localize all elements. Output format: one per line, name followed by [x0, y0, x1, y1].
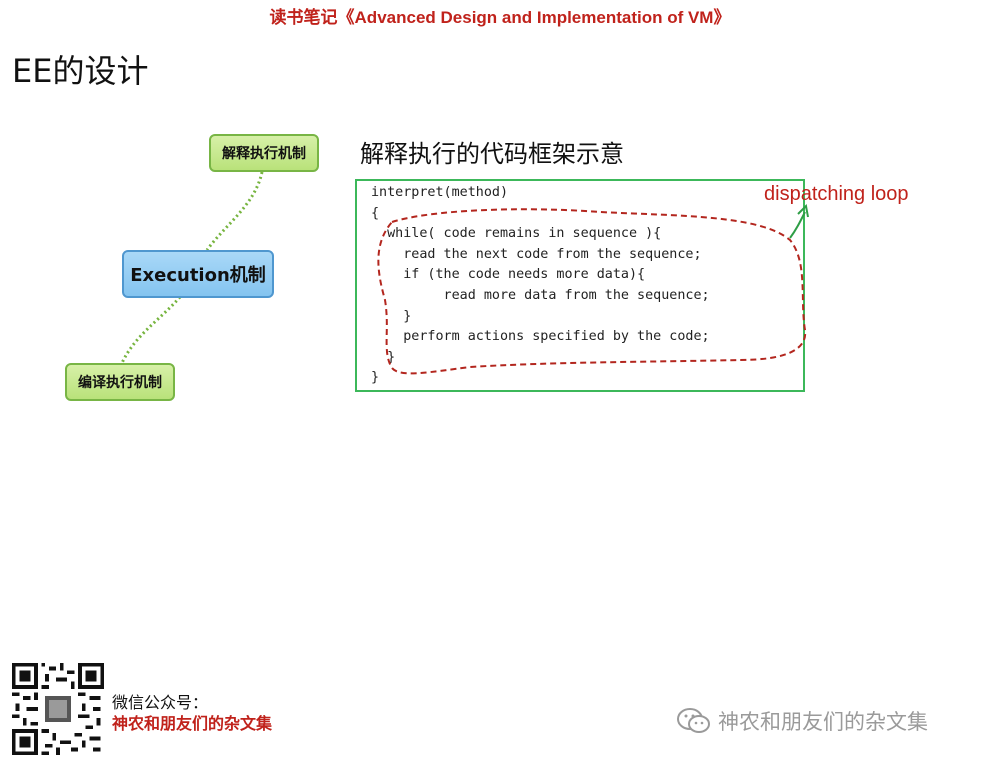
code-line: read the next code from the sequence; [371, 246, 702, 262]
watermark-text: 神农和朋友们的杂文集 [718, 710, 928, 734]
code-block: interpret(method) { while( code remains … [355, 179, 805, 392]
code-lines: interpret(method) { while( code remains … [371, 183, 710, 389]
page-title: EE的设计 [12, 52, 149, 90]
header-title: 读书笔记《Advanced Design and Implementation … [269, 8, 731, 27]
qr-code-icon [12, 663, 104, 755]
mindmap-node-execution[interactable]: Execution机制 [122, 250, 274, 298]
code-line: { [371, 205, 380, 221]
watermark: 神农和朋友们的杂文集 [676, 706, 928, 736]
mindmap-node-compile[interactable]: 编译执行机制 [65, 363, 175, 401]
code-line: } [371, 349, 396, 365]
wechat-icon [677, 708, 710, 733]
wechat-label: 微信公众号： [112, 693, 209, 712]
code-line: read more data from the sequence; [371, 287, 710, 303]
section-title: 解释执行的代码框架示意 [360, 140, 624, 168]
mindmap-node-interpret[interactable]: 解释执行机制 [209, 134, 319, 172]
code-line: } [371, 370, 380, 386]
dispatching-loop-label: dispatching loop [764, 183, 909, 205]
code-line: perform actions specified by the code; [371, 329, 710, 345]
code-line: if (the code needs more data){ [371, 267, 646, 283]
connector-top [205, 171, 264, 251]
wechat-account-name: 神农和朋友们的杂文集 [112, 714, 273, 733]
code-line: interpret(method) [371, 185, 509, 200]
code-line: while( code remains in sequence ){ [371, 226, 662, 242]
code-line: } [371, 308, 412, 324]
connector-bottom [120, 296, 182, 364]
